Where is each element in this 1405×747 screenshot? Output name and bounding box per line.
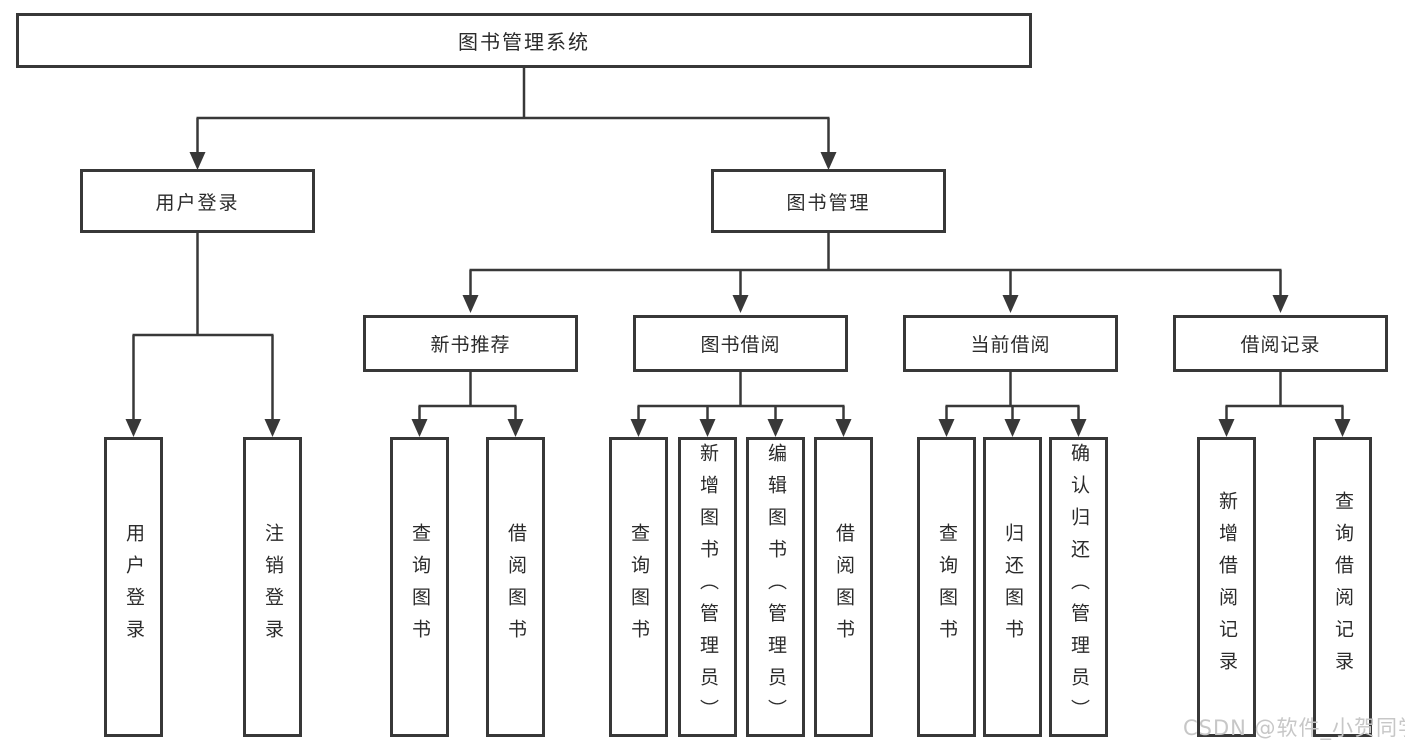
node-user-login: 用户登录 (80, 169, 315, 233)
leaf-current-query-books: 查询图书 (917, 437, 976, 737)
watermark: CSDN @软件_小贺同学 (1183, 716, 1405, 740)
leaf-user-login: 用户登录 (104, 437, 163, 737)
leaf-borrowing-edit-books-admin: 编辑图书（管理员） (746, 437, 805, 737)
node-new-book-recommend: 新书推荐 (363, 315, 578, 372)
leaf-records-query-record: 查询借阅记录 (1313, 437, 1372, 737)
leaf-logout: 注销登录 (243, 437, 302, 737)
leaf-records-add-record: 新增借阅记录 (1197, 437, 1256, 737)
leaf-current-confirm-return-admin: 确认归还（管理员） (1049, 437, 1108, 737)
leaf-recommend-borrow-books: 借阅图书 (486, 437, 545, 737)
node-borrowing-records: 借阅记录 (1173, 315, 1388, 372)
node-library-system: 图书管理系统 (16, 13, 1032, 68)
leaf-borrowing-borrow-books: 借阅图书 (814, 437, 873, 737)
leaf-recommend-query-books: 查询图书 (390, 437, 449, 737)
leaf-current-return-books: 归还图书 (983, 437, 1042, 737)
node-current-borrowing: 当前借阅 (903, 315, 1118, 372)
node-book-borrowing: 图书借阅 (633, 315, 848, 372)
node-book-management: 图书管理 (711, 169, 946, 233)
leaf-borrowing-query-books: 查询图书 (609, 437, 668, 737)
leaf-borrowing-add-books-admin: 新增图书（管理员） (678, 437, 737, 737)
